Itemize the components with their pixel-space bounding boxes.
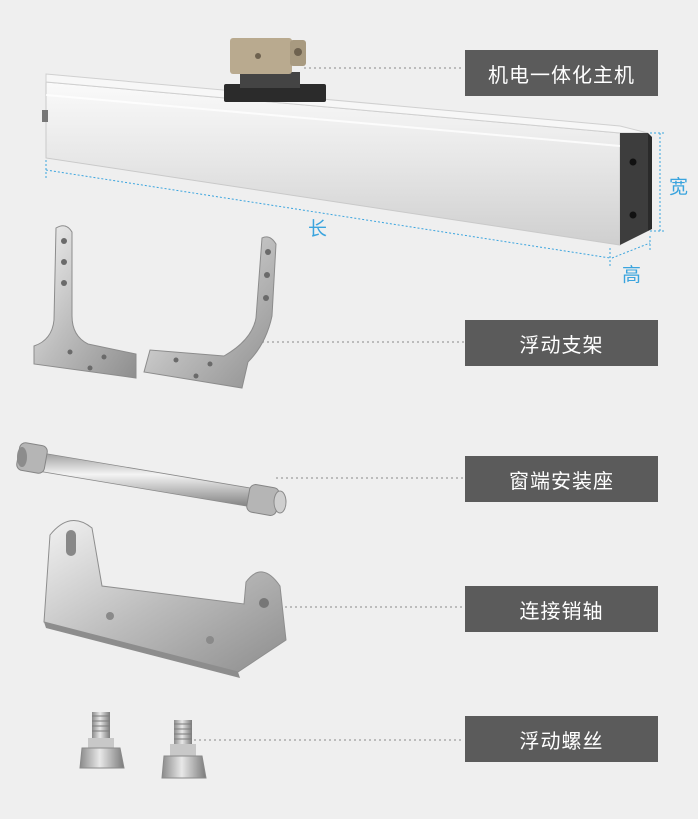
width-label: 宽	[669, 176, 689, 198]
length-label: 长	[308, 218, 328, 240]
window-mount-label: 窗端安装座	[465, 456, 658, 502]
connecting-seat-image	[43, 520, 287, 678]
window-mount-pin-image	[16, 442, 287, 516]
bracket-label: 浮动支架	[465, 320, 658, 366]
motor-label: 机电一体化主机	[465, 50, 658, 96]
floating-bracket-image	[33, 225, 277, 389]
motor-unit-image	[42, 38, 652, 246]
leader-lines	[194, 67, 464, 741]
screw-label: 浮动螺丝	[465, 716, 658, 762]
floating-screw-image	[79, 712, 207, 779]
pin-label: 连接销轴	[465, 586, 658, 632]
height-label: 高	[622, 264, 642, 286]
dimension-lines	[45, 132, 664, 268]
